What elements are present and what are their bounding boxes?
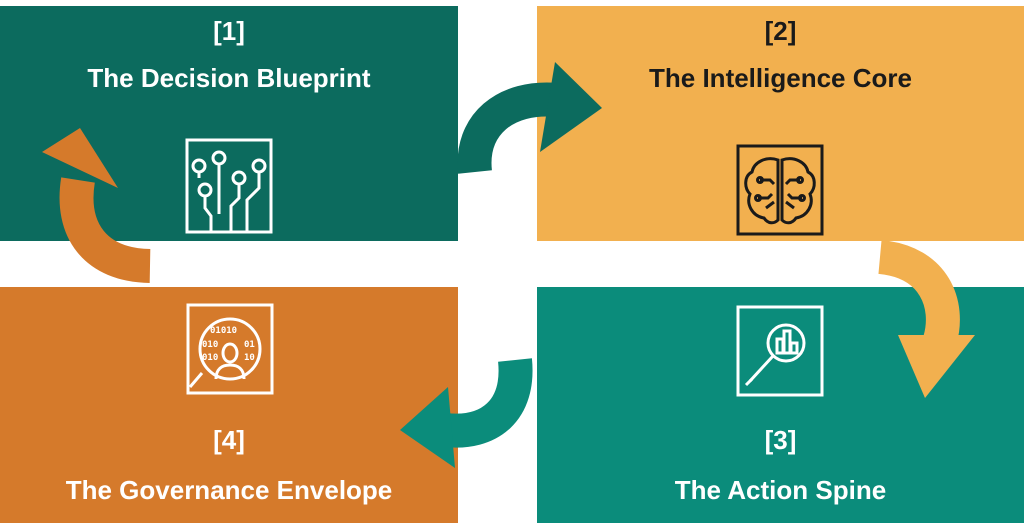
- circuit-board-icon: [185, 138, 273, 234]
- step-2-number: [2]: [764, 16, 797, 46]
- arrow-step3-to-step4: [443, 358, 533, 448]
- arrow-step2-to-step3-head: [898, 335, 975, 398]
- step-3-title: The Action Spine: [674, 475, 887, 505]
- step-4-title: The Governance Envelope: [65, 475, 393, 505]
- arrow-step1-to-step2: [457, 82, 560, 174]
- arrow-step2-to-step3: [877, 240, 960, 345]
- step-2-box: [2] The Intelligence Core: [537, 6, 1024, 241]
- data-person-icon: 01010 010 01 010 10: [186, 303, 274, 395]
- svg-text:010: 010: [202, 340, 218, 350]
- step-2-title: The Intelligence Core: [649, 63, 912, 93]
- arrow-step4-to-step1-head: [42, 128, 118, 188]
- step-4-number: [4]: [213, 425, 245, 455]
- svg-text:01: 01: [244, 340, 255, 350]
- svg-text:01010: 01010: [210, 326, 237, 336]
- arrow-step1-to-step2-head: [540, 62, 602, 152]
- magnifier-chart-icon: [736, 305, 824, 397]
- ai-brain-icon: [736, 144, 824, 236]
- step-1-title: The Decision Blueprint: [87, 63, 371, 93]
- step-4-box: [4] The Governance Envelope 01010 010 01…: [0, 287, 458, 523]
- svg-text:010: 010: [202, 353, 218, 363]
- step-3-number: [3]: [764, 425, 797, 455]
- arrow-step4-to-step1: [59, 177, 151, 283]
- arrow-step3-to-step4-head: [400, 387, 455, 468]
- step-1-number: [1]: [213, 16, 245, 46]
- svg-text:10: 10: [244, 353, 255, 363]
